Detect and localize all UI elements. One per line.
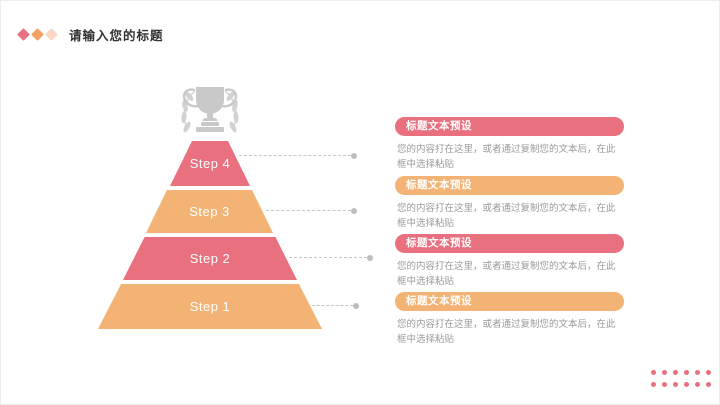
block-body[interactable]: 您的内容打在这里，或者通过复制您的文本后，在此框中选择粘贴 [397,203,616,230]
block-body[interactable]: 您的内容打在这里，或者通过复制您的文本后，在此框中选择粘贴 [397,144,616,171]
content-block: 标题文本预设 您的内容打在这里，或者通过复制您的文本后，在此框中选择粘贴 [395,176,624,231]
slide-title[interactable]: 请输入您的标题 [69,29,164,43]
pyramid-step-label: Step 1 [189,299,231,314]
block-title[interactable]: 标题文本预设 [395,292,624,311]
dot-grid-decoration [651,370,711,387]
pyramid-step-2[interactable]: Step 2 [123,237,297,280]
pyramid-step-4[interactable]: Step 4 [170,141,250,186]
trophy-icon [164,79,256,141]
connector-line-step1 [312,302,359,309]
connector-line-step3 [266,207,357,214]
content-block: 标题文本预设 您的内容打在这里，或者通过复制您的文本后，在此框中选择粘贴 [395,292,624,347]
pyramid-step-1[interactable]: Step 1 [98,284,322,329]
block-title[interactable]: 标题文本预设 [395,234,624,253]
pyramid-step-3[interactable]: Step 3 [146,190,273,233]
connector-line-step2 [289,254,373,261]
slide-header: 请输入您的标题 [17,25,164,44]
laurel-left [181,90,196,133]
pyramid-step-label: Step 2 [189,251,231,266]
pyramid-step-label: Step 4 [189,156,231,171]
connector-line-step4 [239,152,357,159]
diamond-icon [45,28,58,41]
pyramid-diagram: Step 4 Step 3 Step 2 Step 1 [98,141,322,331]
block-body[interactable]: 您的内容打在这里，或者通过复制您的文本后，在此框中选择粘贴 [397,319,616,346]
block-body[interactable]: 您的内容打在这里，或者通过复制您的文本后，在此框中选择粘贴 [397,261,616,288]
block-title[interactable]: 标题文本预设 [395,176,624,195]
pyramid-step-label: Step 3 [189,204,230,219]
diamond-icon [17,28,30,41]
block-title[interactable]: 标题文本预设 [395,117,624,136]
content-block: 标题文本预设 您的内容打在这里，或者通过复制您的文本后，在此框中选择粘贴 [395,117,624,172]
content-block: 标题文本预设 您的内容打在这里，或者通过复制您的文本后，在此框中选择粘贴 [395,234,624,289]
diamond-icon [31,28,44,41]
